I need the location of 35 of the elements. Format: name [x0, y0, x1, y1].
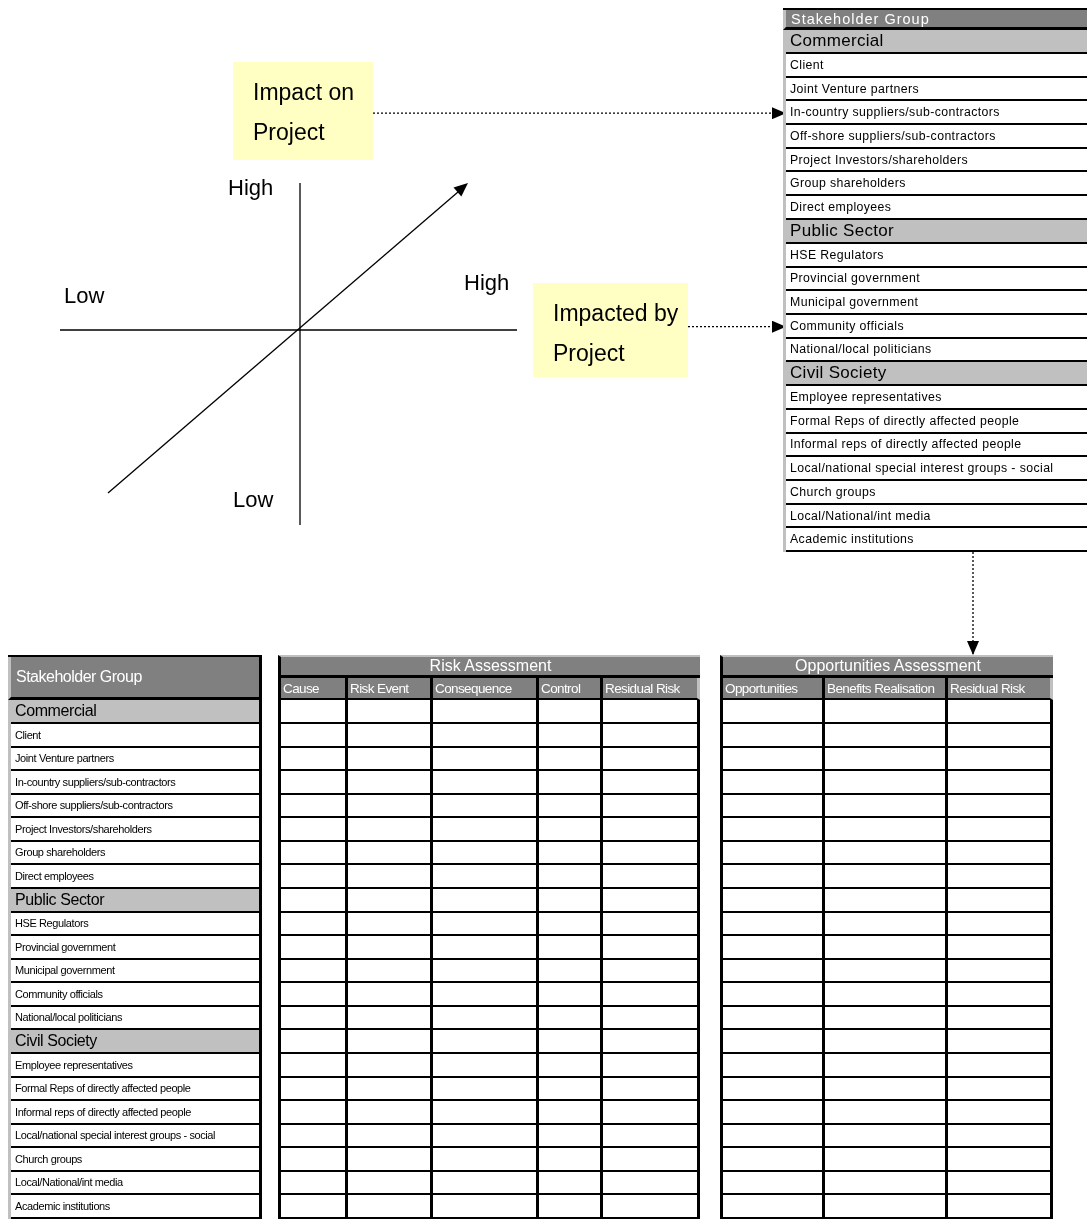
stakeholder-table: [783, 8, 1087, 553]
group-header: Public Sector: [11, 888, 259, 913]
column-header: Benefits Realisation: [825, 678, 948, 700]
group-header: Civil Society: [11, 1030, 259, 1054]
axis-label: High: [464, 270, 510, 296]
table-header: Stakeholder Group: [8, 657, 259, 700]
table-section: [783, 362, 1087, 553]
stakeholder-table: [8, 655, 262, 1219]
axis-label: Low: [64, 283, 105, 309]
column-header: Risk Event: [348, 678, 433, 700]
assessment-table: [720, 655, 1053, 1219]
column-header: Cause: [281, 678, 348, 700]
column-header: Opportunities: [723, 678, 825, 700]
group-header: Civil Society: [786, 362, 1087, 387]
dotted-arrow: [967, 551, 979, 656]
table-section: [783, 219, 1087, 363]
table-section: [8, 1030, 259, 1219]
callout-box: Impacted by Project: [533, 283, 688, 377]
column-header: Consequence: [433, 678, 539, 700]
table-title: Risk Assessment: [281, 657, 700, 678]
column-header: Control: [539, 678, 603, 700]
column-header: Residual Risk: [948, 678, 1053, 700]
group-header: Commercial: [11, 700, 259, 724]
table-section: [783, 30, 1087, 220]
table-title: Opportunities Assessment: [723, 657, 1053, 678]
column-header: Residual Risk: [603, 678, 700, 700]
assessment-table: [278, 655, 700, 1219]
group-header: Public Sector: [786, 219, 1087, 244]
callout-box: Impact on Project: [233, 62, 373, 160]
table-header: Stakeholder Group: [783, 10, 1087, 30]
group-header: Commercial: [786, 30, 1087, 54]
axis-label: Low: [233, 487, 274, 513]
axis-label: High: [228, 175, 274, 201]
table-section: [8, 888, 259, 1030]
table-section: [8, 700, 259, 889]
